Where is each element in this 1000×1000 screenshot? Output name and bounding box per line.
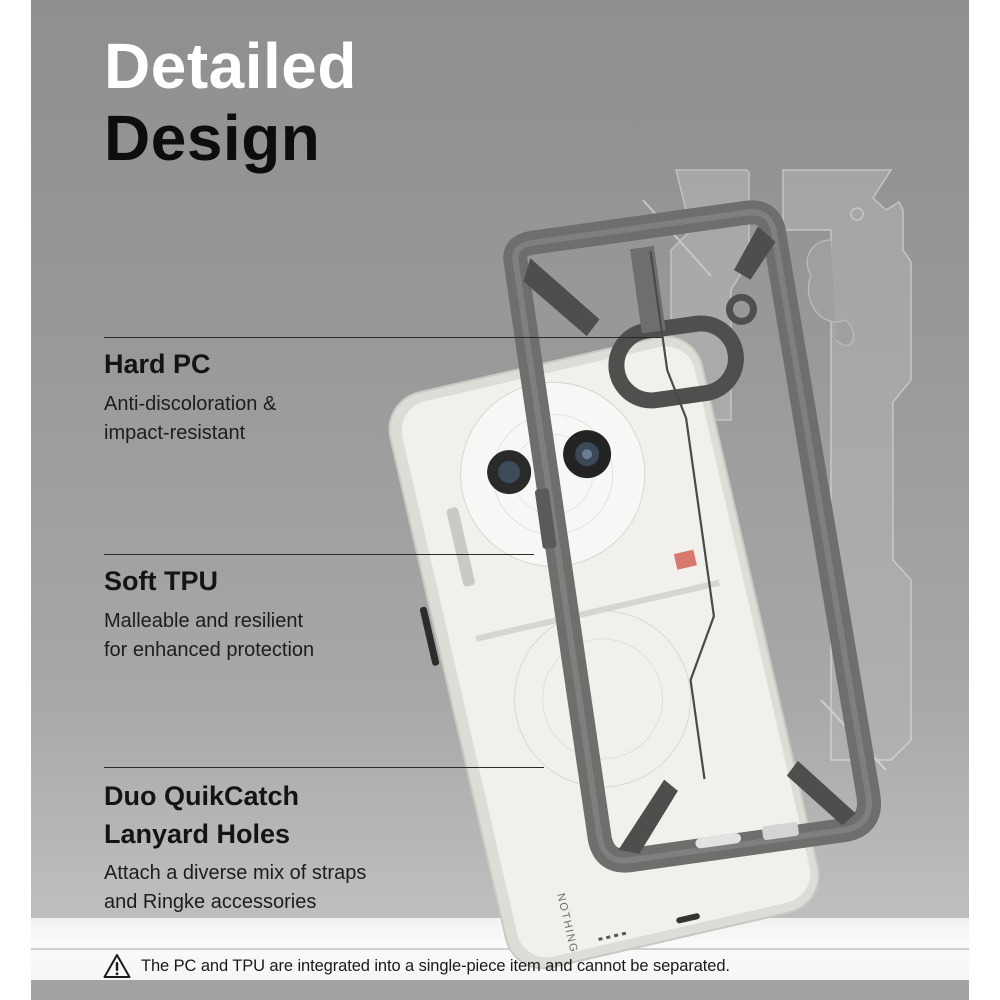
feature-title-line: Duo QuikCatch <box>104 781 300 811</box>
feature-description-line: Anti-discoloration & <box>104 393 277 415</box>
page-title: Detailed Design <box>104 30 357 174</box>
product-banner: NOTHING <box>31 0 969 1000</box>
bottom-band <box>31 980 969 1000</box>
feature-description-line: Attach a diverse mix of straps <box>104 862 367 884</box>
title-line-2: Design <box>104 102 321 174</box>
notice-text: The PC and TPU are integrated into a sin… <box>141 956 730 975</box>
phone-body: NOTHING <box>388 335 820 970</box>
bumper-case <box>503 200 881 873</box>
product-illustration: NOTHING <box>388 169 912 970</box>
feature-description-line: for enhanced protection <box>104 639 315 661</box>
feature-title-line: Lanyard Holes <box>104 819 291 849</box>
floor-divider <box>31 948 969 950</box>
feature-description-line: impact-resistant <box>104 422 246 444</box>
title-line-1: Detailed <box>104 30 357 102</box>
feature-description-line: and Ringke accessories <box>104 891 317 913</box>
leader-line <box>104 554 534 555</box>
feature-title: Hard PC <box>104 349 211 379</box>
feature-description-line: Malleable and resilient <box>104 610 304 632</box>
warning-triangle-icon <box>103 954 131 978</box>
leader-line <box>104 337 662 338</box>
feature-title: Soft TPU <box>104 566 218 596</box>
separation-notice: The PC and TPU are integrated into a sin… <box>103 952 730 980</box>
leader-line <box>104 767 544 768</box>
